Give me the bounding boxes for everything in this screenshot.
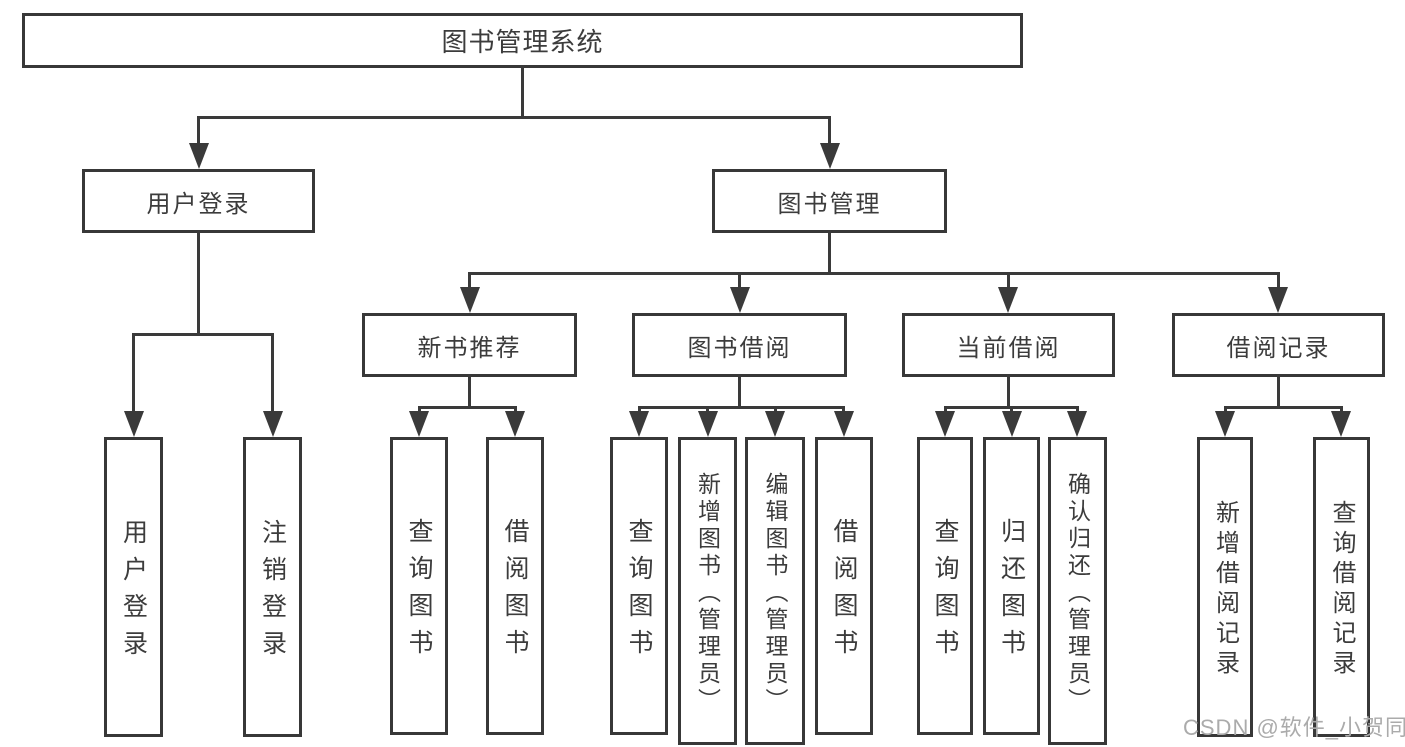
connector-line bbox=[271, 333, 274, 415]
arrow-down-icon bbox=[1268, 287, 1288, 313]
connector-line bbox=[418, 406, 516, 409]
leaf-add-books-admin: 新增图书（管理员） bbox=[678, 437, 737, 745]
arrow-down-icon bbox=[189, 143, 209, 169]
arrow-down-icon bbox=[124, 411, 144, 437]
connector-line bbox=[1007, 374, 1010, 409]
connector-line bbox=[1007, 272, 1010, 292]
connector-line bbox=[828, 116, 831, 148]
leaf-current-query-books: 查询图书 bbox=[917, 437, 973, 735]
leaf-user-login-label: 用户登录 bbox=[119, 519, 148, 667]
arrow-down-icon bbox=[834, 411, 854, 437]
leaf-return-books: 归还图书 bbox=[983, 437, 1040, 735]
connector-line bbox=[197, 116, 200, 148]
leaf-recommend-query-books-label: 查询图书 bbox=[405, 518, 433, 666]
arrow-down-icon bbox=[698, 411, 718, 437]
leaf-query-borrow-record: 查询借阅记录 bbox=[1313, 437, 1370, 737]
arrow-down-icon bbox=[765, 411, 785, 437]
leaf-borrow-query-books-label: 查询图书 bbox=[625, 518, 653, 666]
watermark: CSDN @软件_小贺同学 bbox=[1183, 715, 1405, 740]
leaf-query-borrow-record-label: 查询借阅记录 bbox=[1328, 500, 1355, 680]
leaf-edit-books-admin-label: 编辑图书（管理员） bbox=[762, 471, 788, 715]
arrow-down-icon bbox=[1002, 411, 1022, 437]
leaf-confirm-return-admin: 确认归还（管理员） bbox=[1048, 437, 1107, 745]
connector-line bbox=[132, 333, 135, 415]
leaf-user-login: 用户登录 bbox=[104, 437, 163, 737]
leaf-return-books-label: 归还图书 bbox=[997, 518, 1026, 666]
node-book-borrow-label: 图书借阅 bbox=[687, 334, 792, 362]
node-book-borrow: 图书借阅 bbox=[632, 313, 847, 377]
node-new-book-recommend: 新书推荐 bbox=[362, 313, 577, 377]
connector-line bbox=[468, 374, 471, 409]
connector-line bbox=[132, 333, 273, 336]
node-current-borrow: 当前借阅 bbox=[902, 313, 1115, 377]
leaf-add-borrow-record: 新增借阅记录 bbox=[1197, 437, 1253, 737]
leaf-add-borrow-record-label: 新增借阅记录 bbox=[1211, 500, 1239, 680]
connector-line bbox=[1224, 406, 1343, 409]
leaf-edit-books-admin: 编辑图书（管理员） bbox=[745, 437, 805, 745]
arrow-down-icon bbox=[460, 287, 480, 313]
arrow-down-icon bbox=[730, 287, 750, 313]
node-new-book-recommend-label: 新书推荐 bbox=[417, 334, 522, 362]
node-current-borrow-label: 当前借阅 bbox=[956, 334, 1061, 362]
arrow-down-icon bbox=[263, 411, 283, 437]
arrow-down-icon bbox=[935, 411, 955, 437]
connector-line bbox=[197, 116, 831, 119]
arrow-down-icon bbox=[409, 411, 429, 437]
connector-line bbox=[828, 230, 831, 275]
node-book-management: 图书管理 bbox=[712, 169, 947, 233]
arrow-down-icon bbox=[505, 411, 525, 437]
arrow-down-icon bbox=[820, 143, 840, 169]
connector-line bbox=[521, 65, 524, 119]
node-user-login: 用户登录 bbox=[82, 169, 315, 233]
node-borrow-records: 借阅记录 bbox=[1172, 313, 1385, 377]
leaf-borrow-query-books: 查询图书 bbox=[610, 437, 668, 735]
connector-line bbox=[738, 272, 741, 292]
node-root: 图书管理系统 bbox=[22, 13, 1023, 68]
node-user-login-label: 用户登录 bbox=[146, 190, 251, 218]
node-root-label: 图书管理系统 bbox=[441, 27, 604, 57]
leaf-recommend-borrow-books-label: 借阅图书 bbox=[501, 518, 529, 666]
leaf-logout-label: 注销登录 bbox=[258, 519, 287, 667]
connector-line bbox=[468, 272, 471, 292]
connector-line bbox=[468, 272, 1280, 275]
leaf-logout: 注销登录 bbox=[243, 437, 302, 737]
leaf-borrow-books-label: 借阅图书 bbox=[830, 518, 858, 666]
arrow-down-icon bbox=[1067, 411, 1087, 437]
arrow-down-icon bbox=[1215, 411, 1235, 437]
leaf-recommend-query-books: 查询图书 bbox=[390, 437, 448, 735]
arrow-down-icon bbox=[998, 287, 1018, 313]
node-book-management-label: 图书管理 bbox=[777, 190, 882, 218]
connector-line bbox=[738, 374, 741, 409]
connector-line bbox=[197, 230, 200, 336]
arrow-down-icon bbox=[629, 411, 649, 437]
leaf-confirm-return-admin-label: 确认归还（管理员） bbox=[1064, 471, 1091, 715]
leaf-add-books-admin-label: 新增图书（管理员） bbox=[694, 471, 721, 715]
connector-line bbox=[1277, 272, 1280, 292]
connector-line bbox=[638, 406, 845, 409]
leaf-borrow-books: 借阅图书 bbox=[815, 437, 873, 735]
leaf-recommend-borrow-books: 借阅图书 bbox=[486, 437, 544, 735]
arrow-down-icon bbox=[1331, 411, 1351, 437]
leaf-current-query-books-label: 查询图书 bbox=[931, 518, 959, 666]
connector-line bbox=[1277, 374, 1280, 409]
node-borrow-records-label: 借阅记录 bbox=[1226, 334, 1331, 362]
